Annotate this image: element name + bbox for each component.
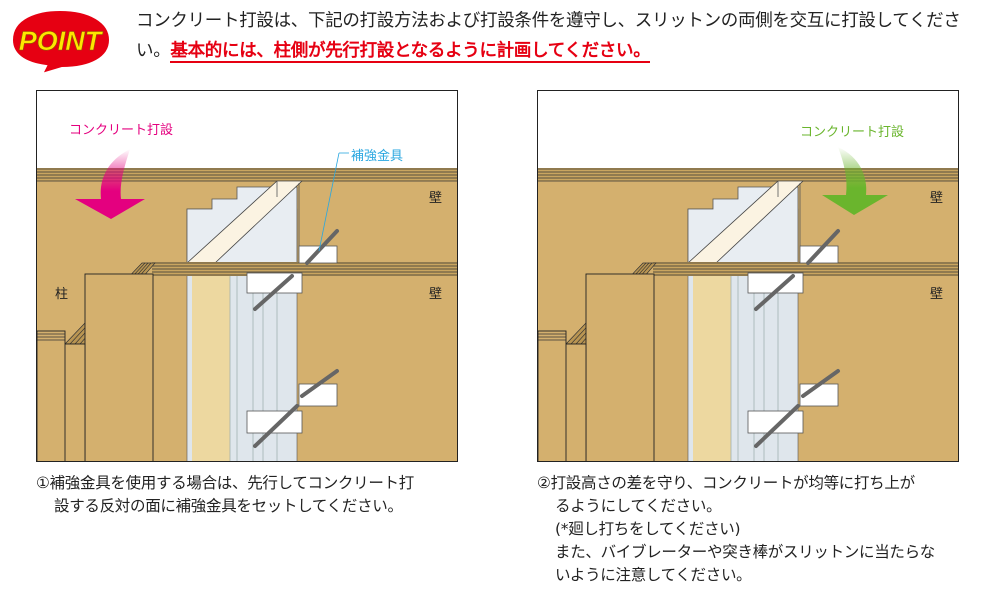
wall-label: 壁 <box>930 287 944 302</box>
pour-label: コンクリート打設 <box>800 125 905 140</box>
bracket-leader-line <box>318 152 340 252</box>
caption-right: ②打設高さの差を守り、コンクリートが均等に打ち上が るようにしてください。 (*… <box>537 472 977 587</box>
slitton <box>686 180 805 461</box>
caption-line: また、バイブレーターや突き棒がスリットンに当たらな <box>555 543 936 561</box>
caption-line: いように注意してください。 <box>555 566 752 584</box>
form-ties <box>747 229 840 448</box>
wall-label: 壁 <box>429 287 443 302</box>
wall-label: 壁 <box>429 191 443 206</box>
point-badge: POINT <box>10 8 112 74</box>
left-diagram: コンクリート打設 補強金具 壁 壁 柱 <box>36 90 458 462</box>
intro-emphasis: 基本的には、柱側が先行打設となるように計画してください。 <box>170 41 651 63</box>
intro-text: コンクリート打設は、下記の打設方法および打設条件を遵守し、スリットンの両側を交互… <box>136 6 986 66</box>
pillar <box>538 262 657 461</box>
reinforcement-brackets <box>246 229 339 448</box>
concrete-pour-arrow-icon <box>75 149 145 219</box>
intro-body: コンクリート打設は、下記の打設方法および打設条件を遵守し、スリットンの両側を交互… <box>136 11 961 61</box>
bracket-label: 補強金具 <box>351 149 404 164</box>
pillar <box>37 262 156 461</box>
caption-line: (*廻し打ちをしてください) <box>555 520 741 538</box>
caption-line: ②打設高さの差を守り、コンクリートが均等に打ち上が <box>537 474 915 492</box>
right-diagram: コンクリート打設 壁 壁 <box>537 90 959 462</box>
point-badge-text: POINT <box>19 26 104 56</box>
pillar-label: 柱 <box>55 287 69 302</box>
wall-label: 壁 <box>930 191 944 206</box>
caption-line: 設する反対の面に補強金具をセットしてください。 <box>54 497 403 515</box>
caption-left: ①補強金具を使用する場合は、先行してコンクリート打 設する反対の面に補強金具をセ… <box>36 472 466 518</box>
pour-label: コンクリート打設 <box>69 123 174 138</box>
caption-line: るようにしてください。 <box>555 497 722 515</box>
concrete-pour-arrow-icon <box>822 147 888 215</box>
caption-line: ①補強金具を使用する場合は、先行してコンクリート打 <box>36 474 414 492</box>
